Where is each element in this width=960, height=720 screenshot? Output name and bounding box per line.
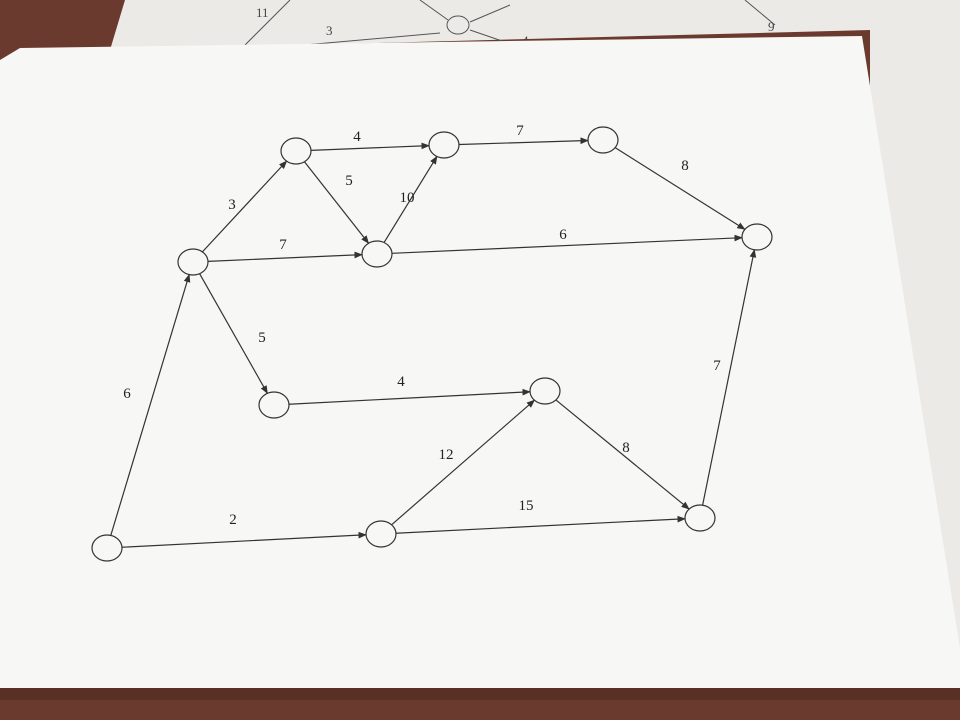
- background-label: 11: [256, 5, 269, 20]
- graph-edge-n6-n7: [391, 234, 743, 254]
- graph-node-n3: [280, 137, 312, 165]
- graph-node-n5: [587, 126, 619, 154]
- graph-node-n8: [258, 391, 290, 419]
- edge-weight-label: 5: [258, 330, 266, 346]
- graph-nodes: [91, 126, 773, 562]
- graph-edge-n11-n7: [702, 248, 757, 506]
- edge-weight-label: 15: [519, 498, 534, 514]
- graph-edge-n3-n6: [303, 161, 370, 244]
- background-node: [446, 15, 470, 35]
- edge-weight-label: 4: [397, 374, 405, 390]
- graph-node-n11: [684, 504, 716, 532]
- graph-edge-n6-n4: [383, 155, 438, 243]
- graph-node-n9: [529, 377, 561, 405]
- graph-edge-n10-n11: [395, 515, 686, 534]
- edge-weight-label: 8: [622, 440, 630, 456]
- graph-node-n7: [741, 223, 773, 251]
- edge-weight-label: 8: [681, 158, 689, 174]
- edge-weight-label: 7: [516, 123, 524, 139]
- edge-weight-label: 6: [559, 227, 567, 243]
- graph-edge-n3-n4: [310, 142, 430, 151]
- graph-node-n2: [177, 248, 209, 276]
- background-label: 4: [522, 33, 529, 48]
- graph-edge-n5-n7: [614, 147, 746, 230]
- graph-edge-n2-n3: [201, 160, 288, 253]
- background-label: 9: [768, 19, 775, 34]
- edge-weight-label: 6: [123, 386, 131, 402]
- edge-weight-label: 2: [229, 512, 237, 528]
- edge-weight-label: 10: [400, 190, 415, 206]
- paper-bottom-shadow: [0, 688, 960, 700]
- background-label: 3: [326, 23, 333, 38]
- graph-edge-n2-n8: [199, 273, 268, 395]
- edge-weight-label: 7: [279, 237, 287, 253]
- edge-weight-label: 12: [439, 447, 454, 463]
- graph-edge-n8-n9: [288, 388, 531, 405]
- front-paper-sheet: [0, 36, 960, 688]
- edge-weight-label: 5: [345, 173, 353, 189]
- graph-node-n6: [361, 240, 393, 268]
- graph-node-n10: [365, 520, 397, 548]
- graph-node-n1: [91, 534, 123, 562]
- graph-edge-n4-n5: [458, 137, 589, 146]
- graph-edges: [110, 137, 757, 548]
- graph-edge-n9-n11: [555, 399, 690, 510]
- graph-edge-n10-n9: [391, 399, 536, 526]
- edge-weight-label: 3: [228, 197, 236, 213]
- graph-edge-n2-n6: [207, 251, 363, 262]
- graph-node-n4: [428, 131, 460, 159]
- graph-edge-n1-n10: [121, 531, 367, 548]
- edge-weight-label: 7: [713, 358, 721, 374]
- graph-edge-labels: 6 2 3 7 5 4 5 10 7 8 6 4 12 15 8 7: [123, 123, 721, 528]
- graph-edge-n1-n2: [110, 273, 191, 536]
- edge-weight-label: 4: [353, 129, 361, 145]
